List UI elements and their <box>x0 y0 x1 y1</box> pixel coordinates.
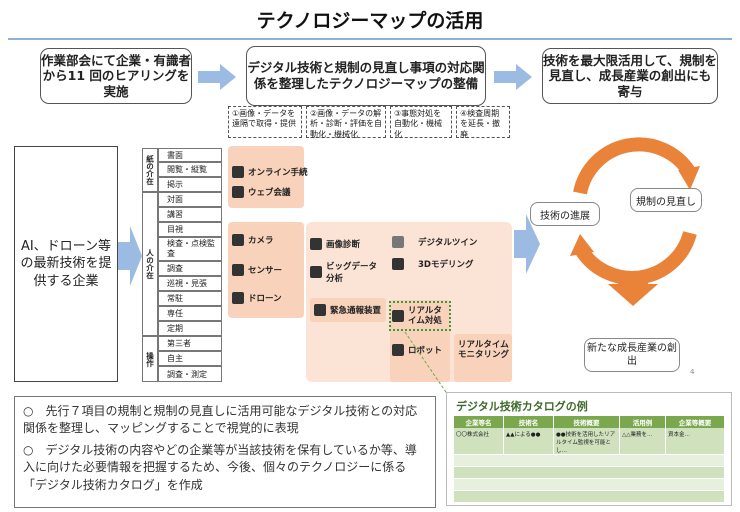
cycle-new-industry: 新たな成長産業の創出 <box>584 338 680 372</box>
row-item: 講習 <box>158 207 222 222</box>
catalog-header: 技術名 <box>504 416 554 428</box>
monitor-icon <box>232 186 244 198</box>
camera-icon <box>232 234 244 246</box>
category-automation: ②画像・データの解析・診断・評価を自動化・機械化 <box>306 106 386 139</box>
tech-realtime: リアルタイム対処 <box>392 306 450 326</box>
catalog-header: 企業等概要 <box>666 416 724 428</box>
catalog-cell: 資本金… <box>666 428 724 454</box>
catalog-connector <box>390 330 460 400</box>
row-item: 対面 <box>158 192 222 207</box>
flow-arrow-icon <box>494 64 532 90</box>
row-item: 書面 <box>158 148 222 162</box>
row-item: 定期 <box>158 321 222 336</box>
tech-camera: カメラ <box>232 234 274 246</box>
tech-robot: ロボット <box>392 344 442 356</box>
tech-web-meeting: ウェブ会議 <box>232 186 291 198</box>
catalog-cell: 〇〇株式会社 <box>454 428 504 454</box>
row-item: 閲覧・縦覧 <box>158 162 222 177</box>
catalog-header: 技術概要 <box>554 416 620 428</box>
flow-arrow-icon <box>198 64 236 90</box>
tech-drone: ドローン <box>232 292 282 304</box>
row-item: 調査 <box>158 261 222 276</box>
group-paper: 紙の介在 <box>142 148 158 192</box>
sensor-icon <box>232 264 244 276</box>
catalog-cell: △△業務を… <box>620 428 666 454</box>
tech-image-diagnosis: 画像診断 <box>310 238 360 250</box>
title-divider <box>8 38 732 40</box>
row-item: 常駐 <box>158 291 222 306</box>
group-operation: 操作 <box>142 336 158 382</box>
row-item: 掲示 <box>158 177 222 192</box>
row-item: 検査・点検監査 <box>158 237 222 261</box>
catalog-header: 活用例 <box>620 416 666 428</box>
tech-3d-modeling: 3Dモデリング <box>392 258 473 270</box>
laptop-icon <box>232 166 244 178</box>
catalog-table: 企業等名 技術名 技術概要 活用例 企業等概要 〇〇株式会社 ▲▲による●● ●… <box>454 416 724 502</box>
provider-arrow-icon <box>118 226 142 286</box>
page-number: 4 <box>690 368 695 376</box>
alarm-icon <box>314 304 326 316</box>
tech-digital-twin: デジタルツイン <box>392 236 477 248</box>
category-inspection: ④検査周期を延長・撤廃 <box>456 106 510 139</box>
document-icon <box>310 266 322 278</box>
catalog-empty-row <box>454 454 724 466</box>
cycle-tech-progress: 技術の進展 <box>530 202 600 226</box>
catalog-cell: ●●技術を活用したリアルタイム監視を可能とし… <box>554 428 620 454</box>
catalog-cell: ▲▲による●● <box>504 428 554 454</box>
tech-online: オンライン手続 <box>232 166 308 178</box>
map-arrow-icon <box>514 214 540 274</box>
catalog-header: 企業等名 <box>454 416 504 428</box>
catalog-empty-row <box>454 478 724 490</box>
note-item: ○ デジタル技術の内容やどの企業等が当該技術を保有しているか等、導入に向けた必要… <box>23 442 417 492</box>
tech-emergency: 緊急通報装置 <box>314 304 381 316</box>
cycle-regulation-review: 規制の見直し <box>630 188 702 212</box>
row-item: 自主 <box>158 351 222 366</box>
drone-icon <box>232 292 244 304</box>
tech-sensor: センサー <box>232 264 282 276</box>
row-item: 巡視・見張 <box>158 276 222 291</box>
tech-bigdata: ビッグデータ分析 <box>310 260 384 284</box>
growth-box: 技術を最大限活用して、規制を見直し、成長産業の創出にも寄与 <box>542 48 718 104</box>
notes-box: ○ 先行７項目の規制と規制の見直しに活用可能なデジタル技術との対応関係を整理し、… <box>14 396 436 508</box>
catalog-empty-row <box>454 466 724 478</box>
cycle-arrows-icon <box>570 137 700 306</box>
hearing-box: 作業部会にて企業・有識者から11 回のヒアリングを実施 <box>40 48 192 104</box>
group-human: 人の介在 <box>142 192 158 336</box>
cube-icon <box>392 236 404 248</box>
pen-icon <box>392 310 404 323</box>
row-item: 第三者 <box>158 336 222 351</box>
provider-company-box: AI、ドローン等の最新技術を提供する企業 <box>14 146 118 382</box>
note-item: ○ 先行７項目の規制と規制の見直しに活用可能なデジタル技術との対応関係を整理し、… <box>23 404 418 436</box>
category-remote: ①画像・データを遠隔で取得・提供 <box>228 106 302 138</box>
catalog-title: デジタル技術カタログの例 <box>456 400 588 413</box>
category-response: ③事態対処を自動化・機械化 <box>390 106 452 139</box>
row-item: 専任 <box>158 306 222 321</box>
row-item: 調査・測定 <box>158 366 222 382</box>
tech-map-box: デジタル技術と規制の見直し事項の対応関係を整理したテクノロジーマップの整備 <box>246 46 486 106</box>
building-icon <box>392 258 404 270</box>
robot-icon <box>392 344 404 356</box>
tech-realtime-monitoring: リアルタイムモニタリング <box>458 340 510 361</box>
row-item: 目視 <box>158 222 222 237</box>
catalog-empty-row <box>454 490 724 502</box>
tile-monitoring <box>454 334 512 382</box>
brain-icon <box>310 238 322 250</box>
page-title: テクノロジーマップの活用 <box>256 10 484 32</box>
catalog-highlight <box>389 301 451 331</box>
